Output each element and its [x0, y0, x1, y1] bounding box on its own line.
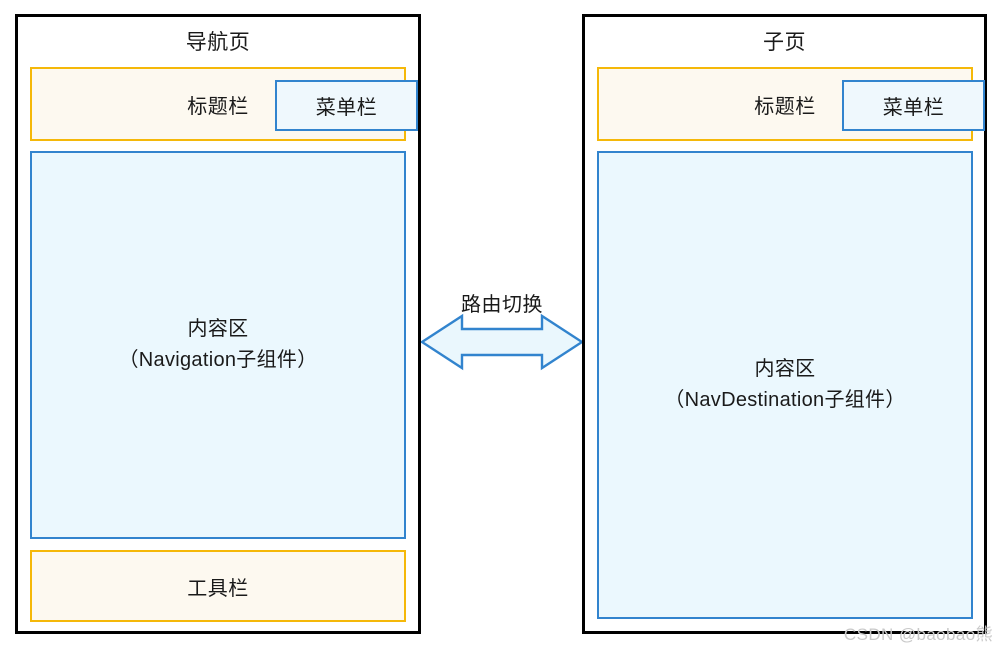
navigation-page-panel: 导航页 标题栏 菜单栏 内容区 （Navigation子组件） 工具栏 — [15, 14, 421, 634]
sub-page-content-subtitle: （NavDestination子组件） — [664, 389, 906, 411]
sub-page-title-bar-label: 标题栏 — [754, 95, 816, 118]
navigation-title-bar: 标题栏 菜单栏 — [30, 67, 418, 141]
navigation-content-area: 内容区 （Navigation子组件） — [30, 151, 406, 539]
sub-page-menu-bar[interactable]: 菜单栏 — [842, 80, 985, 131]
sub-page-content-title: 内容区 — [754, 358, 816, 380]
sub-page-heading: 子页 — [763, 31, 806, 54]
sub-page-content-area: 内容区 （NavDestination子组件） — [597, 151, 973, 619]
navigation-content-title: 内容区 — [187, 318, 249, 340]
navigation-menu-bar-label: 菜单栏 — [315, 97, 378, 119]
double-headed-arrow-icon — [421, 313, 583, 371]
navigation-tool-bar: 工具栏 — [30, 550, 406, 622]
sub-page-menu-bar-label: 菜单栏 — [882, 97, 945, 119]
navigation-page-heading: 导航页 — [185, 31, 251, 54]
route-switch-label: 路由切换 — [461, 294, 543, 316]
navigation-title-bar-label: 标题栏 — [187, 95, 249, 118]
navigation-content-subtitle: （Navigation子组件） — [118, 349, 318, 371]
sub-page-title-bar: 标题栏 菜单栏 — [597, 67, 985, 141]
sub-page-panel: 子页 标题栏 菜单栏 内容区 （NavDestination子组件） — [582, 14, 987, 634]
navigation-menu-bar[interactable]: 菜单栏 — [275, 80, 418, 131]
navigation-tool-bar-label: 工具栏 — [187, 577, 249, 600]
watermark: CSDN @baobao熊 — [843, 625, 993, 644]
